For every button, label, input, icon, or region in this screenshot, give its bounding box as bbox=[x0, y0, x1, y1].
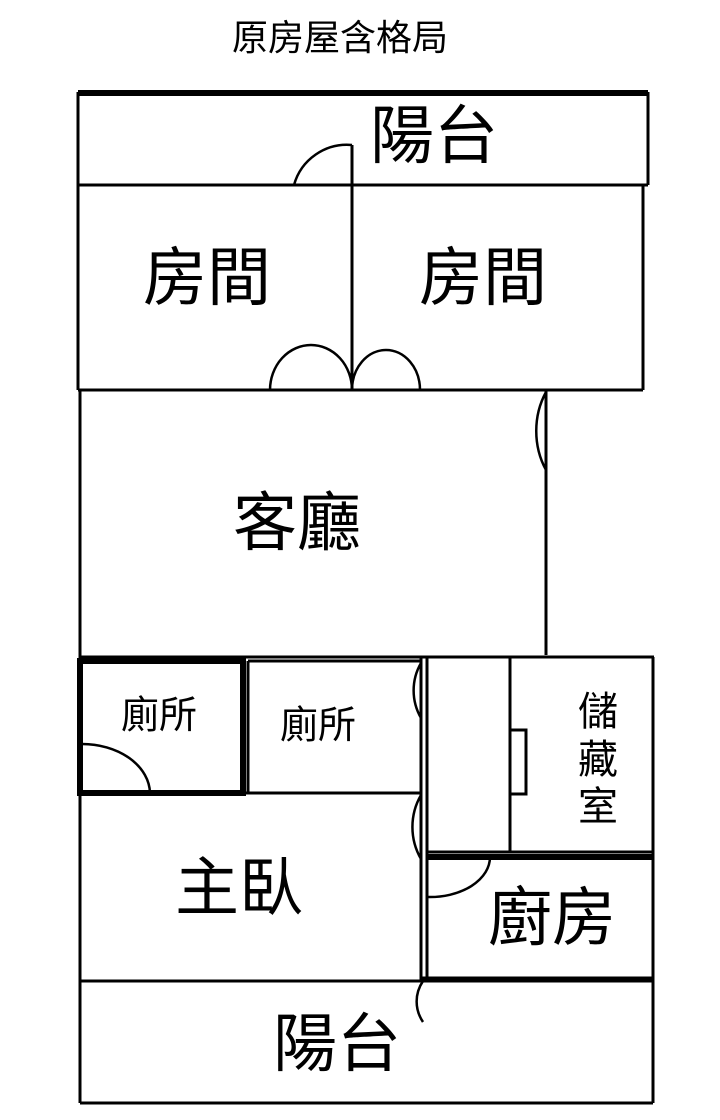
balcony-bottom-label: 陽台 bbox=[273, 1008, 401, 1082]
door-bedroom-right bbox=[350, 348, 422, 391]
door-master-bedroom bbox=[411, 794, 423, 860]
walls bbox=[76, 90, 655, 1105]
storage-label-3: 室 bbox=[578, 784, 618, 830]
bedroom-left-label: 房間 bbox=[143, 242, 271, 316]
door-toilet-left bbox=[81, 742, 152, 794]
doors bbox=[81, 143, 548, 1023]
door-kitchen bbox=[426, 856, 492, 899]
toilet-left-label: 廁所 bbox=[121, 693, 197, 737]
storage-label-2: 藏 bbox=[578, 737, 618, 783]
page-title: 原房屋含格局 bbox=[232, 18, 448, 59]
door-balcony-top bbox=[292, 143, 353, 186]
door-bedroom-left bbox=[268, 343, 354, 391]
storage-label-1: 儲 bbox=[578, 689, 618, 735]
kitchen-label: 廚房 bbox=[488, 882, 616, 956]
living-room-label: 客廳 bbox=[233, 487, 361, 561]
door-toilet-right bbox=[412, 662, 423, 719]
door-living-right bbox=[535, 391, 548, 471]
door-balcony-bottom bbox=[415, 980, 425, 1023]
balcony-top-label: 陽台 bbox=[370, 100, 498, 174]
bedroom-right-label: 房間 bbox=[419, 242, 547, 316]
toilet-right-label: 廁所 bbox=[280, 703, 356, 747]
master-bedroom-label: 主臥 bbox=[175, 852, 303, 926]
